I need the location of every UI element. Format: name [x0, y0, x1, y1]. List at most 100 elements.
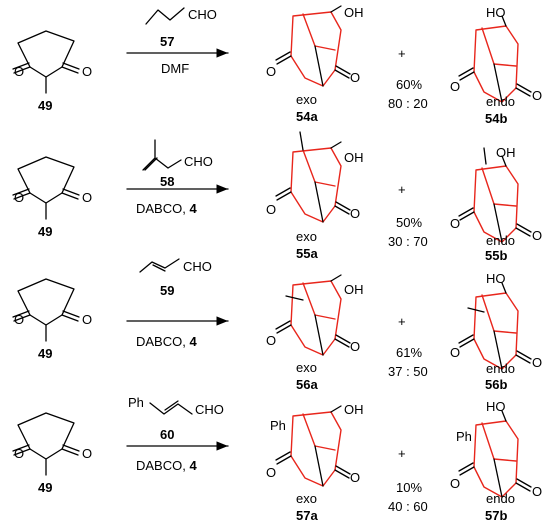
o-label: O	[14, 446, 24, 461]
o-label: O	[82, 64, 92, 79]
plus-sign: +	[398, 182, 406, 197]
compound-label-49: 49	[38, 346, 52, 361]
aldehyde-label: CHO	[195, 402, 224, 417]
o-label: O	[532, 355, 542, 370]
compound-label-54b: 54b	[485, 111, 507, 126]
o-label: O	[350, 339, 360, 354]
diketone-49-structure	[12, 278, 80, 342]
compound-label-49: 49	[38, 224, 52, 239]
endo-label: endo	[486, 233, 515, 248]
methyl-substituent	[299, 131, 304, 151]
exo-endo-ratio: 37 : 50	[388, 364, 428, 379]
yield-value: 50%	[396, 215, 422, 230]
conditions-text: DABCO, 4	[136, 458, 197, 473]
exo-product-54a-structure	[275, 5, 351, 87]
o-label: O	[532, 88, 542, 103]
exo-label: exo	[296, 491, 317, 506]
exo-label: exo	[296, 360, 317, 375]
endo-label: endo	[486, 361, 515, 376]
exo-product-55a-structure	[275, 141, 351, 223]
exo-endo-ratio: 80 : 20	[388, 96, 428, 111]
o-label: O	[450, 476, 460, 491]
methacrolein-structure	[142, 139, 182, 171]
o-label: O	[450, 79, 460, 94]
oh-label: OH	[344, 5, 364, 20]
exo-label: exo	[296, 92, 317, 107]
exo-product-57a-structure	[275, 405, 351, 487]
compound-label-55b: 55b	[485, 248, 507, 263]
o-label: O	[350, 206, 360, 221]
oh-label: OH	[344, 402, 364, 417]
compound-label-56b: 56b	[485, 377, 507, 392]
compound-label-49: 49	[38, 98, 52, 113]
o-label: O	[82, 312, 92, 327]
o-label: O	[532, 484, 542, 499]
compound-label-57a: 57a	[296, 508, 318, 523]
endo-label: endo	[486, 491, 515, 506]
compound-label-49: 49	[38, 480, 52, 495]
reagent-number: 57	[160, 34, 174, 49]
o-label: O	[82, 190, 92, 205]
endo-product-54b-structure	[458, 15, 532, 103]
methyl-substituent	[483, 147, 487, 165]
oh-label: OH	[496, 145, 516, 160]
o-label: O	[14, 312, 24, 327]
conditions-text: DABCO, 4	[136, 201, 197, 216]
compound-label-54a: 54a	[296, 109, 318, 124]
yield-value: 61%	[396, 345, 422, 360]
conditions-text: DABCO, 4	[136, 334, 197, 349]
o-label: O	[532, 228, 542, 243]
exo-label: exo	[296, 229, 317, 244]
ho-label: HO	[486, 399, 506, 414]
reagent-number: 60	[160, 427, 174, 442]
o-label: O	[14, 190, 24, 205]
diketone-49-structure	[12, 156, 80, 220]
ho-label: HO	[486, 271, 506, 286]
o-label: O	[14, 64, 24, 79]
exo-endo-ratio: 30 : 70	[388, 234, 428, 249]
acrolein-structure	[145, 7, 185, 25]
exo-endo-ratio: 40 : 60	[388, 499, 428, 514]
aldehyde-label: CHO	[183, 259, 212, 274]
methyl-substituent	[285, 295, 304, 301]
o-label: O	[266, 465, 276, 480]
o-label: O	[266, 202, 276, 217]
exo-product-56a-structure	[275, 274, 351, 356]
endo-product-56b-structure	[458, 282, 532, 370]
compound-label-56a: 56a	[296, 377, 318, 392]
o-label: O	[450, 345, 460, 360]
conditions: DMF	[161, 61, 189, 76]
o-label: O	[350, 470, 360, 485]
o-label: O	[82, 446, 92, 461]
crotonaldehyde-structure	[139, 258, 180, 273]
plus-sign: +	[398, 314, 406, 329]
oh-label: OH	[344, 150, 364, 165]
yield-value: 10%	[396, 480, 422, 495]
diketone-49-structure	[12, 412, 80, 476]
aldehyde-label: CHO	[188, 7, 217, 22]
plus-sign: +	[398, 446, 406, 461]
phenyl-label: Ph	[128, 395, 144, 410]
oh-label: OH	[344, 282, 364, 297]
endo-product-57b-structure	[458, 410, 532, 498]
endo-product-55b-structure	[458, 155, 532, 243]
diketone-49-structure	[12, 30, 80, 94]
o-label: O	[350, 70, 360, 85]
endo-label: endo	[486, 94, 515, 109]
yield-value: 60%	[396, 77, 422, 92]
reaction-row-1: O O 49 CHO 57 DMF OH O O exo 54a + 60% 8…	[12, 5, 542, 126]
compound-label-57b: 57b	[485, 508, 507, 523]
reaction-row-4: O O 49 Ph CHO 60 DABCO, 4 Ph OH O O exo …	[12, 395, 542, 523]
ho-label: HO	[486, 5, 506, 20]
o-label: O	[450, 216, 460, 231]
cinnamaldehyde-structure	[149, 400, 193, 415]
aldehyde-label: CHO	[184, 154, 213, 169]
methyl-substituent	[467, 307, 485, 313]
plus-sign: +	[398, 46, 406, 61]
reagent-number: 59	[160, 283, 174, 298]
phenyl-label: Ph	[270, 418, 286, 433]
o-label: O	[266, 333, 276, 348]
compound-label-55a: 55a	[296, 246, 318, 261]
reaction-row-3: O O 49 CHO 59 DABCO, 4 OH O O exo 56a + …	[12, 258, 542, 392]
